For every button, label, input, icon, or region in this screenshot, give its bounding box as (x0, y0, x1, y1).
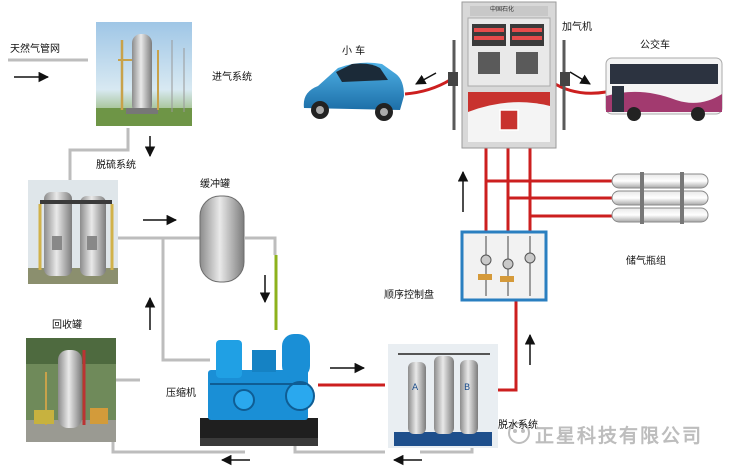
dehydration-image: A B (388, 344, 498, 448)
high-pressure-lines (318, 78, 612, 392)
arrow-to-bus (569, 71, 591, 85)
watermark-text: 正星科技有限公司 (535, 425, 704, 447)
label-desulfurization: 脱硫系统 (96, 160, 136, 171)
dispenser-brand: 中国石化 (490, 6, 515, 13)
label-car: 小 车 (342, 46, 366, 57)
label-compressor: 压缩机 (166, 388, 196, 399)
label-intake-system: 进气系统 (212, 72, 252, 83)
bus-image (605, 57, 723, 121)
dispenser-image (448, 1, 570, 149)
intake-system-image (96, 22, 192, 126)
arrow-to-car (415, 72, 437, 85)
storage-cylinders (611, 172, 709, 224)
svg-text:B: B (464, 383, 470, 393)
label-buffer-tank: 缓冲罐 (200, 179, 230, 190)
watermark-logo-icon (508, 422, 530, 444)
label-gas-pipeline: 天然气管网 (10, 44, 60, 55)
svg-text:A: A (412, 383, 419, 393)
buffer-tank-image (199, 195, 245, 283)
label-dispenser: 加气机 (562, 22, 592, 33)
sequence-panel-image (460, 230, 548, 302)
gas-lines (8, 58, 474, 454)
recovery-tank-image (26, 338, 116, 442)
flow-arrows (14, 71, 591, 466)
label-dehydration: 脱水系统 (498, 420, 538, 431)
label-storage-group: 储气瓶组 (626, 256, 666, 267)
compressor-image (200, 334, 318, 446)
label-bus: 公交车 (640, 40, 670, 51)
label-recovery-tank: 回收罐 (52, 320, 82, 331)
desulfurization-image (28, 180, 118, 284)
car-image (303, 62, 404, 121)
label-sequence-panel: 顺序控制盘 (384, 290, 434, 301)
